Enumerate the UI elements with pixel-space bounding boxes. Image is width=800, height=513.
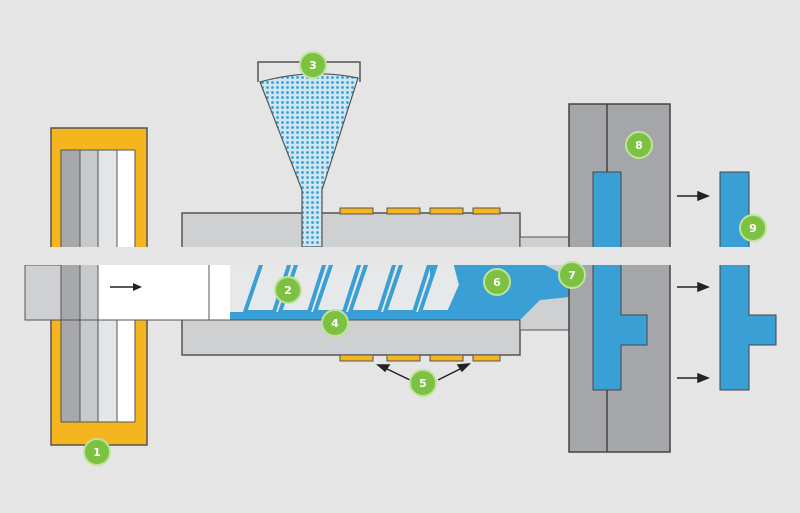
badge-hopper: 3 (299, 51, 327, 79)
badge-label: 2 (284, 284, 292, 297)
badge-label: 4 (331, 317, 339, 330)
badge-label: 5 (419, 377, 427, 390)
badge-label: 6 (493, 276, 501, 289)
badge-molded-part: 9 (739, 214, 767, 242)
badge-barrel: 4 (321, 309, 349, 337)
badge-label: 1 (93, 446, 101, 459)
injection-ram (24, 264, 230, 321)
badge-molten-plastic: 6 (483, 268, 511, 296)
ejection-arrows (677, 190, 711, 384)
badge-nozzle: 7 (558, 261, 586, 289)
badge-label: 3 (309, 59, 317, 72)
badge-heaters: 5 (409, 369, 437, 397)
badge-label: 8 (635, 139, 643, 152)
heater-arrows (375, 363, 471, 381)
badge-mold: 8 (625, 131, 653, 159)
badge-clamping-unit: 1 (83, 438, 111, 466)
arrow-icon (110, 283, 142, 291)
badge-label: 9 (749, 222, 757, 235)
scan-band (0, 247, 800, 265)
heater-bands (339, 207, 501, 362)
badge-label: 7 (568, 269, 576, 282)
badge-screw: 2 (274, 276, 302, 304)
mold (568, 103, 671, 453)
